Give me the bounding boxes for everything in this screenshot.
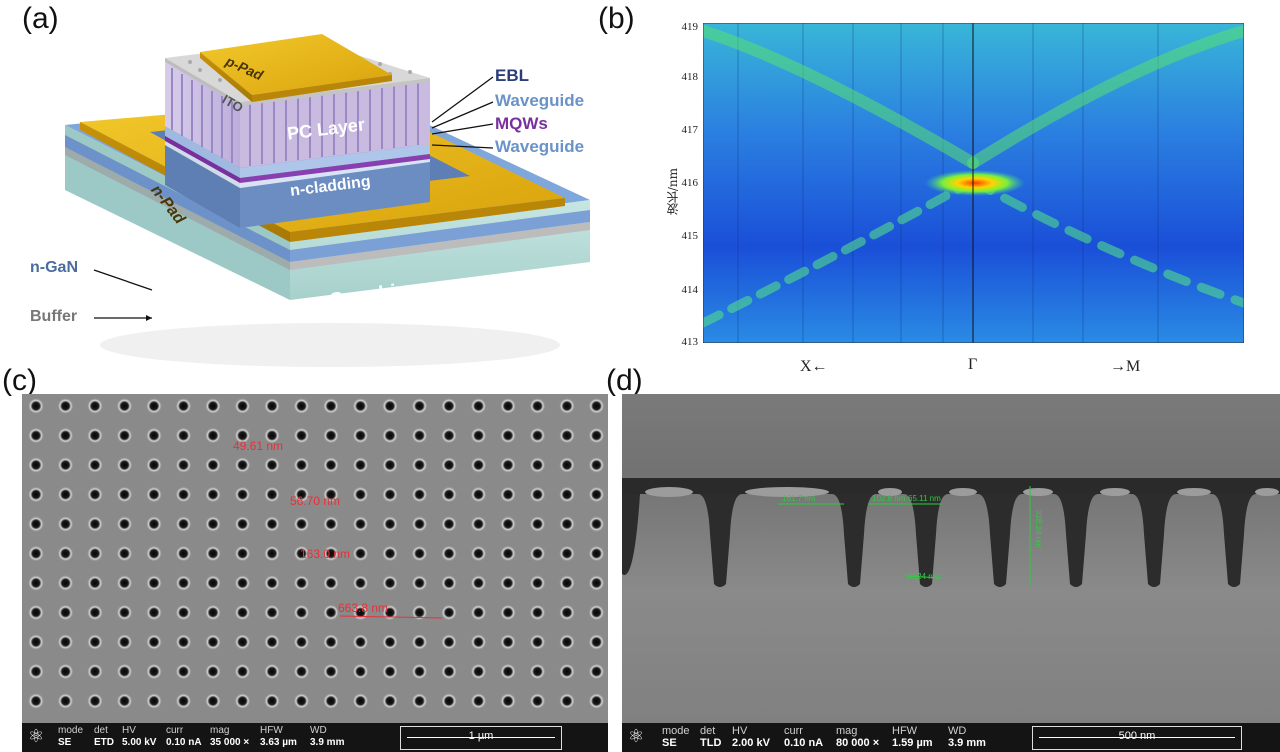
waveguide-top-callout: Waveguide	[495, 91, 585, 110]
panel-c-label: (c)	[2, 364, 37, 397]
panel-b-label: (b)	[598, 2, 635, 35]
led-device-schematic	[65, 34, 590, 367]
measure-width-1: 161.7 nm	[782, 494, 816, 503]
fei-logo-icon: ⚛	[28, 726, 45, 746]
band-structure-map	[703, 23, 1244, 343]
mesa-stack	[165, 34, 430, 228]
measure-hole-spacing: 163.0 nm	[300, 547, 351, 561]
y-tick-414: 414	[681, 284, 699, 296]
y-tick-418: 418	[681, 71, 699, 83]
buffer-callout: Buffer	[30, 308, 78, 325]
panel-d-label: (d)	[606, 364, 643, 397]
measure-hole-diameter-2: 56.70 nm	[290, 494, 341, 508]
mqws-callout: MQWs	[495, 114, 548, 133]
measure-depth: 328.24 nm	[1034, 510, 1043, 548]
measure-hole-diameter-1: 49.61 nm	[233, 439, 284, 453]
y-axis-label: 波长/nm	[666, 168, 680, 216]
y-tick-415: 415	[681, 230, 699, 242]
scale-bar-d: 500 nm	[1032, 726, 1242, 750]
x-tick-gamma: Γ	[968, 356, 978, 373]
measure-width-3: 65.11 nm	[908, 494, 941, 503]
measure-period: 663.8 nm	[338, 601, 389, 615]
measure-width-2: 102.8 nm	[872, 494, 906, 503]
x-tick-x: X←	[800, 358, 828, 375]
ebl-callout: EBL	[495, 66, 529, 85]
cross-section-profile	[622, 394, 1280, 752]
y-tick-413: 413	[681, 336, 699, 348]
x-tick-m: →M	[1110, 358, 1141, 375]
fei-logo-icon: ⚛	[628, 726, 645, 746]
n-gan-callout: n-GaN	[30, 259, 78, 276]
y-tick-416: 416	[681, 177, 699, 189]
sem-top-view-image: 49.61 nm 56.70 nm 163.0 nm 663.8 nm ⚛ mo…	[22, 394, 608, 752]
hole-array	[22, 394, 608, 752]
measure-bottom-width: 90.24 nm	[906, 572, 940, 581]
y-tick-417: 417	[681, 124, 699, 136]
waveguide-bottom-callout: Waveguide	[495, 137, 585, 156]
sem-cross-section-image: 161.7 nm 102.8 nm 65.11 nm 328.24 nm 90.…	[622, 394, 1280, 752]
panel-a-label: (a)	[22, 2, 59, 35]
scale-bar-c: 1 µm	[400, 726, 562, 750]
y-tick-419: 419	[681, 21, 699, 33]
